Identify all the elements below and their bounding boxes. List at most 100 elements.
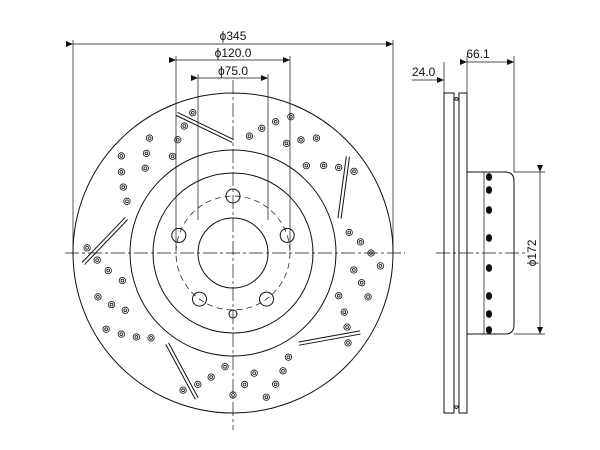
drill-hole-inner [352, 169, 356, 174]
bolt-holes [171, 188, 295, 319]
drill-hole [350, 266, 358, 274]
drill-hole [179, 386, 187, 394]
slot-edge [299, 333, 361, 346]
dim-label-172: ϕ172 [525, 239, 539, 266]
slot-edge [340, 156, 350, 219]
drill-hole [117, 330, 125, 338]
drill-hole [194, 380, 202, 388]
drill-hole-outer [102, 325, 110, 333]
drill-hole [168, 152, 177, 160]
dim-label-75: ϕ75.0 [218, 64, 248, 78]
drill-hole-outer [340, 308, 348, 316]
drill-hole-outer [272, 118, 280, 126]
drill-hole-outer [350, 266, 358, 274]
side-hole [485, 206, 493, 214]
drill-hole [350, 167, 358, 175]
drill-hole-outer [145, 134, 154, 142]
hat-outer-edge [152, 172, 314, 334]
drill-hole-outer [320, 161, 328, 170]
drill-hole [123, 197, 131, 205]
drill-hole-inner [286, 355, 291, 359]
drill-hole [335, 163, 343, 172]
drill-hole-outer [104, 266, 112, 275]
drill-hole-inner [342, 310, 347, 314]
drill-hole-inner [147, 136, 152, 140]
side-hole [485, 234, 493, 242]
drill-hole-inner [175, 137, 180, 142]
drill-hole-inner [209, 375, 213, 379]
slots [81, 112, 361, 400]
drill-hole [93, 256, 101, 264]
drill-hole-inner [143, 166, 148, 171]
drill-hole-inner [321, 163, 326, 168]
slot-edge [84, 219, 128, 265]
drill-hole-outer [179, 386, 187, 394]
slot [175, 112, 234, 143]
drill-hole-outer [180, 122, 188, 130]
drill-hole-outer [93, 256, 101, 264]
drill-hole-outer [250, 369, 258, 377]
drill-hole-inner [304, 163, 309, 168]
drill-hole-outer [282, 139, 291, 147]
drill-hole-outer [364, 293, 372, 301]
drill-hole-outer [189, 109, 197, 117]
drill-hole [272, 118, 280, 126]
dim-label-24: 24.0 [412, 65, 436, 79]
drill-hole [121, 306, 129, 314]
slot-edge [177, 112, 234, 141]
drill-hole-inner [345, 325, 349, 329]
drill-hole-inner [95, 258, 99, 262]
drill-hole [272, 380, 280, 388]
side-hole [485, 173, 493, 181]
hat-profile [467, 171, 515, 335]
drill-hole [117, 168, 125, 176]
drill-hole-outer [142, 149, 151, 157]
drill-hole-outer [83, 244, 91, 252]
drill-hole-inner [134, 335, 139, 339]
drill-hole [102, 325, 110, 333]
drill-hole [282, 139, 291, 147]
drill-hole-inner [242, 382, 247, 387]
drill-hole-outer [194, 380, 202, 388]
slot-edge [165, 344, 196, 400]
center-bore [197, 217, 269, 289]
dim-label-345: ϕ345 [220, 29, 247, 43]
drill-hole-outer [302, 162, 310, 170]
drill-hole [132, 333, 140, 341]
drill-hole-outer [132, 333, 140, 341]
drill-hole-inner [264, 395, 269, 400]
drill-hole-outer [367, 249, 375, 257]
drill-hole-inner [378, 264, 383, 268]
drill-hole-outer [376, 262, 385, 270]
drill-hole-inner [223, 364, 227, 369]
drill-hole-outer [123, 197, 131, 205]
slot [337, 156, 350, 219]
drill-hole-outer [221, 363, 229, 371]
drill-hole-outer [358, 279, 366, 287]
front-dimensions [66, 40, 394, 253]
slot-edge [298, 330, 361, 343]
drill-hole-inner [96, 295, 100, 299]
drill-hole-inner [284, 141, 289, 146]
drill-hole-inner [273, 119, 278, 124]
drill-hole-outer [107, 300, 116, 309]
drill-hole [117, 152, 125, 160]
drill-hole [94, 293, 102, 301]
friction-ring-inner-edge [129, 149, 337, 357]
side-hole [485, 292, 493, 300]
drill-hole [376, 262, 385, 270]
drill-hole-inner [252, 371, 256, 375]
drill-hole-inner [149, 336, 153, 340]
drill-hole-inner [190, 110, 195, 115]
drill-hole [344, 339, 352, 347]
drill-hole-inner [121, 185, 126, 189]
bolt-hole [225, 188, 241, 204]
drill-hole [107, 300, 116, 309]
drill-hole [367, 249, 375, 257]
drill-hole [118, 276, 126, 285]
drill-hole-outer [117, 330, 125, 338]
drill-hole-outer [343, 323, 351, 331]
drill-hole-inner [125, 199, 129, 204]
drill-hole-outer [262, 393, 270, 401]
drill-hole-outer [287, 113, 295, 121]
